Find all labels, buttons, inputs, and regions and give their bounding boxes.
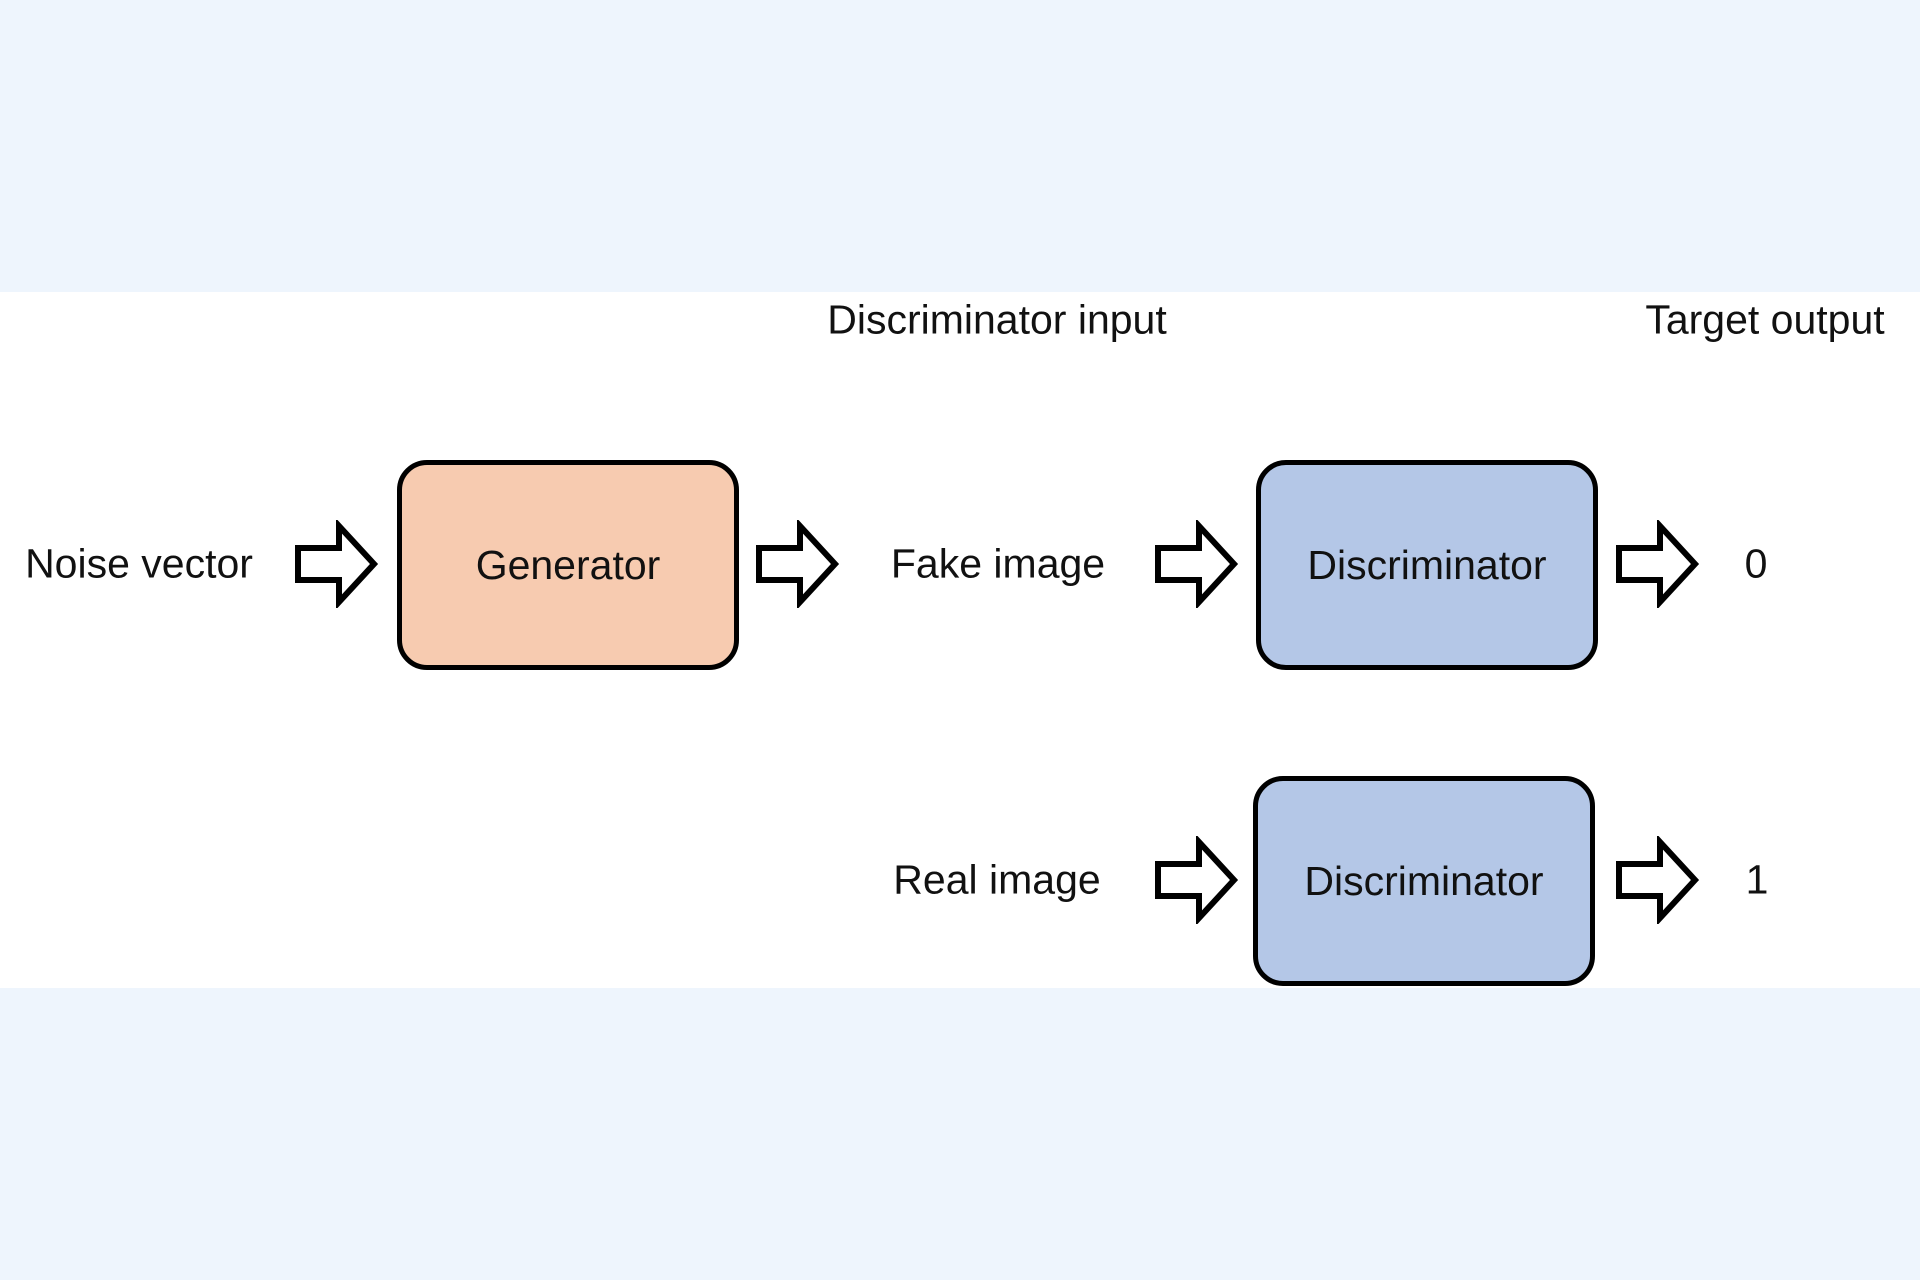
target-output-header: Target output: [1645, 296, 1885, 343]
right-arrow-icon: [756, 520, 840, 608]
right-arrow-icon: [1616, 520, 1700, 608]
discriminator-input-header: Discriminator input: [827, 296, 1167, 343]
output-real-value: 1: [1745, 856, 1769, 903]
discriminator-block-real: Discriminator: [1253, 776, 1595, 986]
generator-block: Generator: [397, 460, 739, 670]
right-arrow-icon: [1155, 520, 1239, 608]
right-arrow-icon: [1616, 836, 1700, 924]
diagram-panel: Discriminator input Target output Noise …: [0, 292, 1920, 988]
noise-vector-label: Noise vector: [25, 540, 253, 587]
real-image-label: Real image: [893, 856, 1101, 903]
output-fake-value: 0: [1744, 540, 1768, 587]
right-arrow-icon: [295, 520, 379, 608]
right-arrow-icon: [1155, 836, 1239, 924]
discriminator-block-fake: Discriminator: [1256, 460, 1598, 670]
fake-image-label: Fake image: [890, 540, 1106, 587]
